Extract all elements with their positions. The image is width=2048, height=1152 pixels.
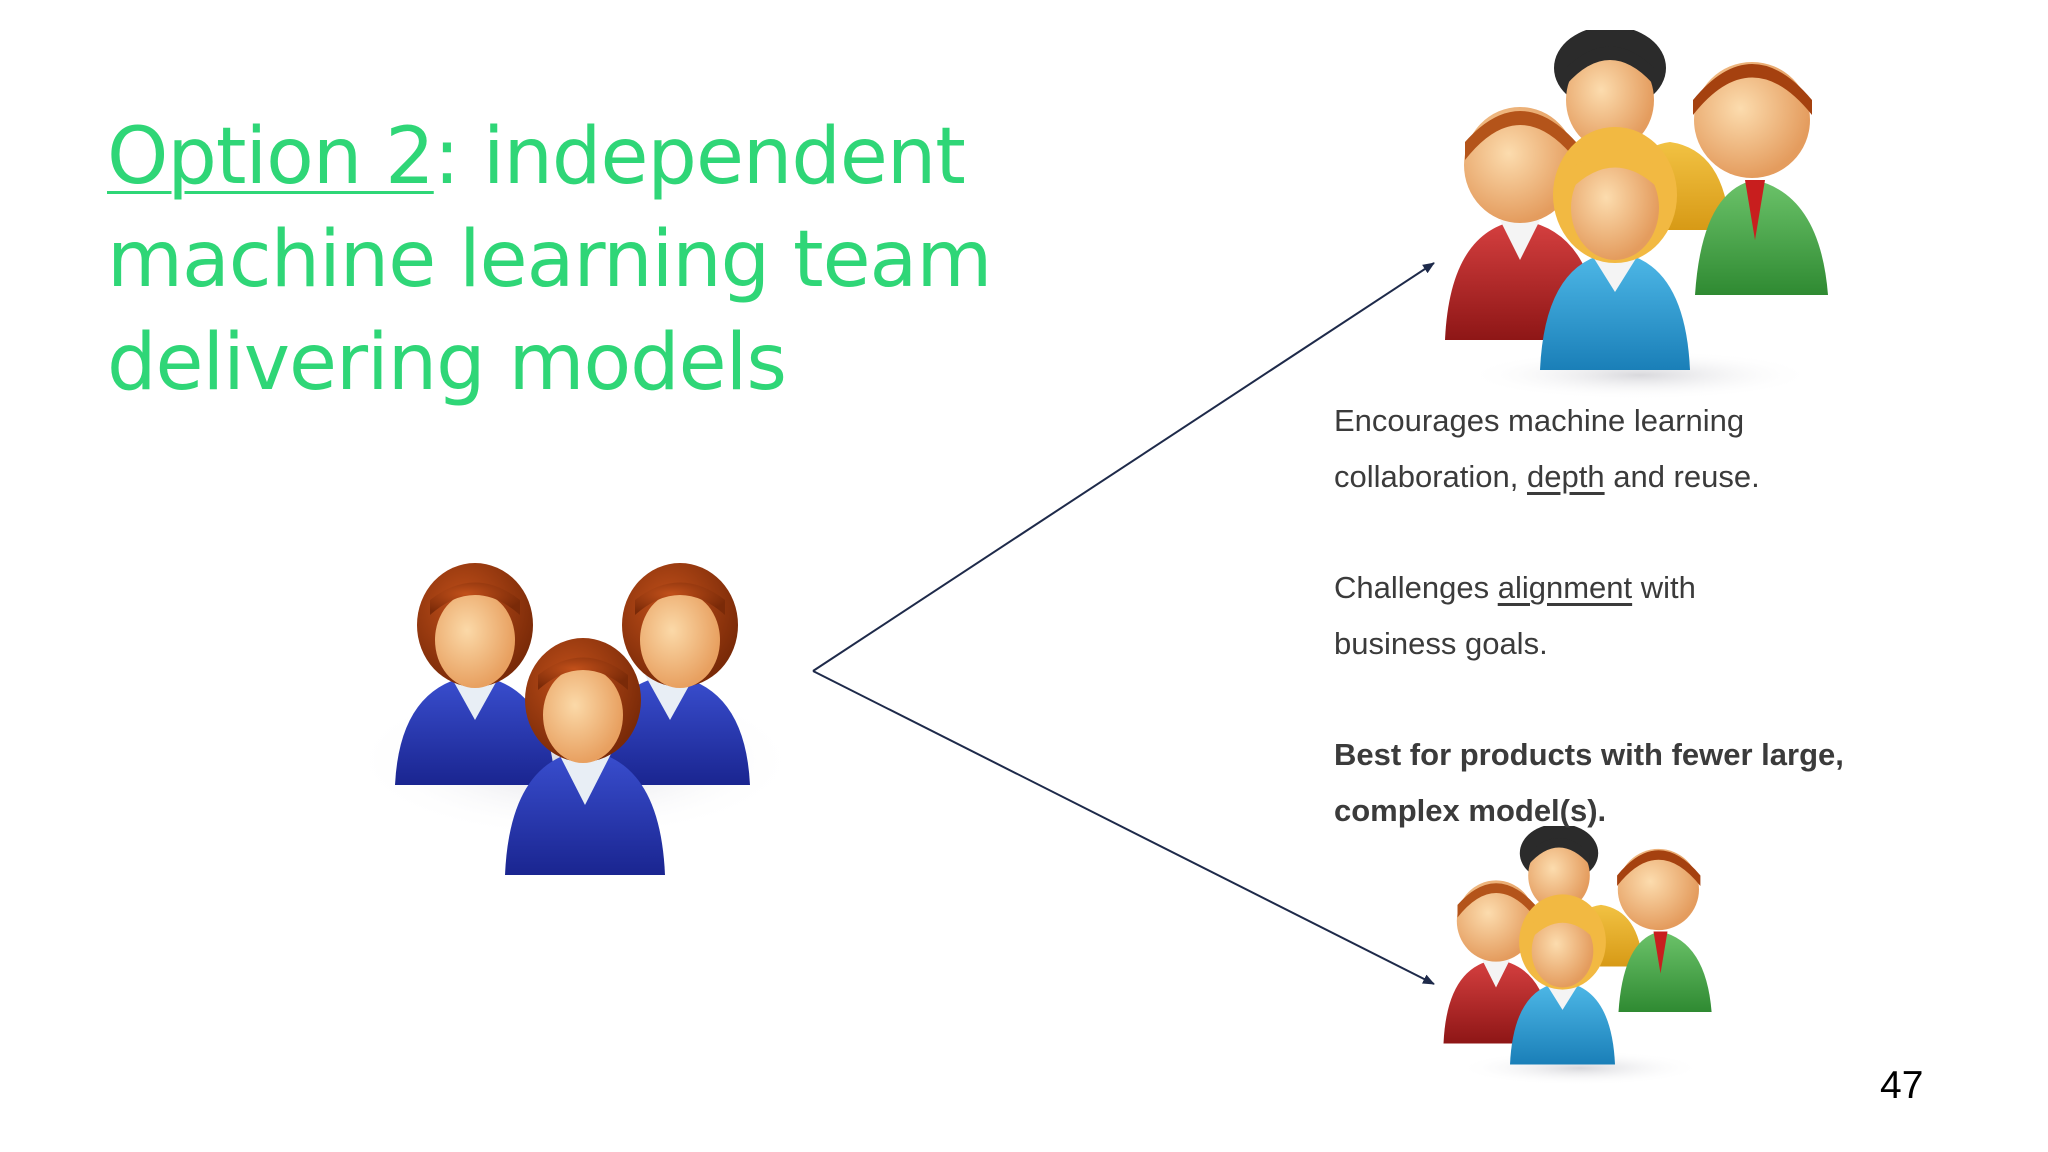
best-for-line-2: complex model(s).: [1334, 793, 1607, 828]
challenge-line-2: business goals.: [1334, 626, 1548, 661]
large-team-group-icon: [1445, 30, 1828, 400]
slide-title: Option 2: independent machine learning t…: [107, 106, 1007, 415]
challenge-text: Challenges alignment with business goals.: [1334, 560, 1974, 672]
page-number: 47: [1880, 1064, 1924, 1107]
title-rest: : independent machine learning team deli…: [107, 112, 992, 408]
option-2-link[interactable]: Option 2: [107, 112, 435, 202]
challenge-line-1b: with: [1632, 570, 1696, 605]
best-for-text: Best for products with fewer large, compl…: [1334, 727, 1974, 839]
alignment-link[interactable]: alignment: [1497, 570, 1633, 605]
benefit-line-2b: and reuse.: [1604, 459, 1760, 494]
arrow-to-small-team: [812, 670, 1435, 985]
arrow-to-large-team: [812, 262, 1435, 672]
challenge-line-1a: Challenges: [1334, 570, 1498, 605]
team-of-three-blue-icon: [350, 563, 800, 875]
benefit-line-1: Encourages machine learning: [1334, 403, 1745, 438]
small-team-group-icon: [1443, 826, 1712, 1086]
depth-link[interactable]: depth: [1527, 459, 1605, 494]
benefit-line-2a: collaboration,: [1334, 459, 1528, 494]
best-for-line-1: Best for products with fewer large,: [1334, 737, 1844, 772]
benefit-text: Encourages machine learning collaboration…: [1334, 393, 1974, 505]
